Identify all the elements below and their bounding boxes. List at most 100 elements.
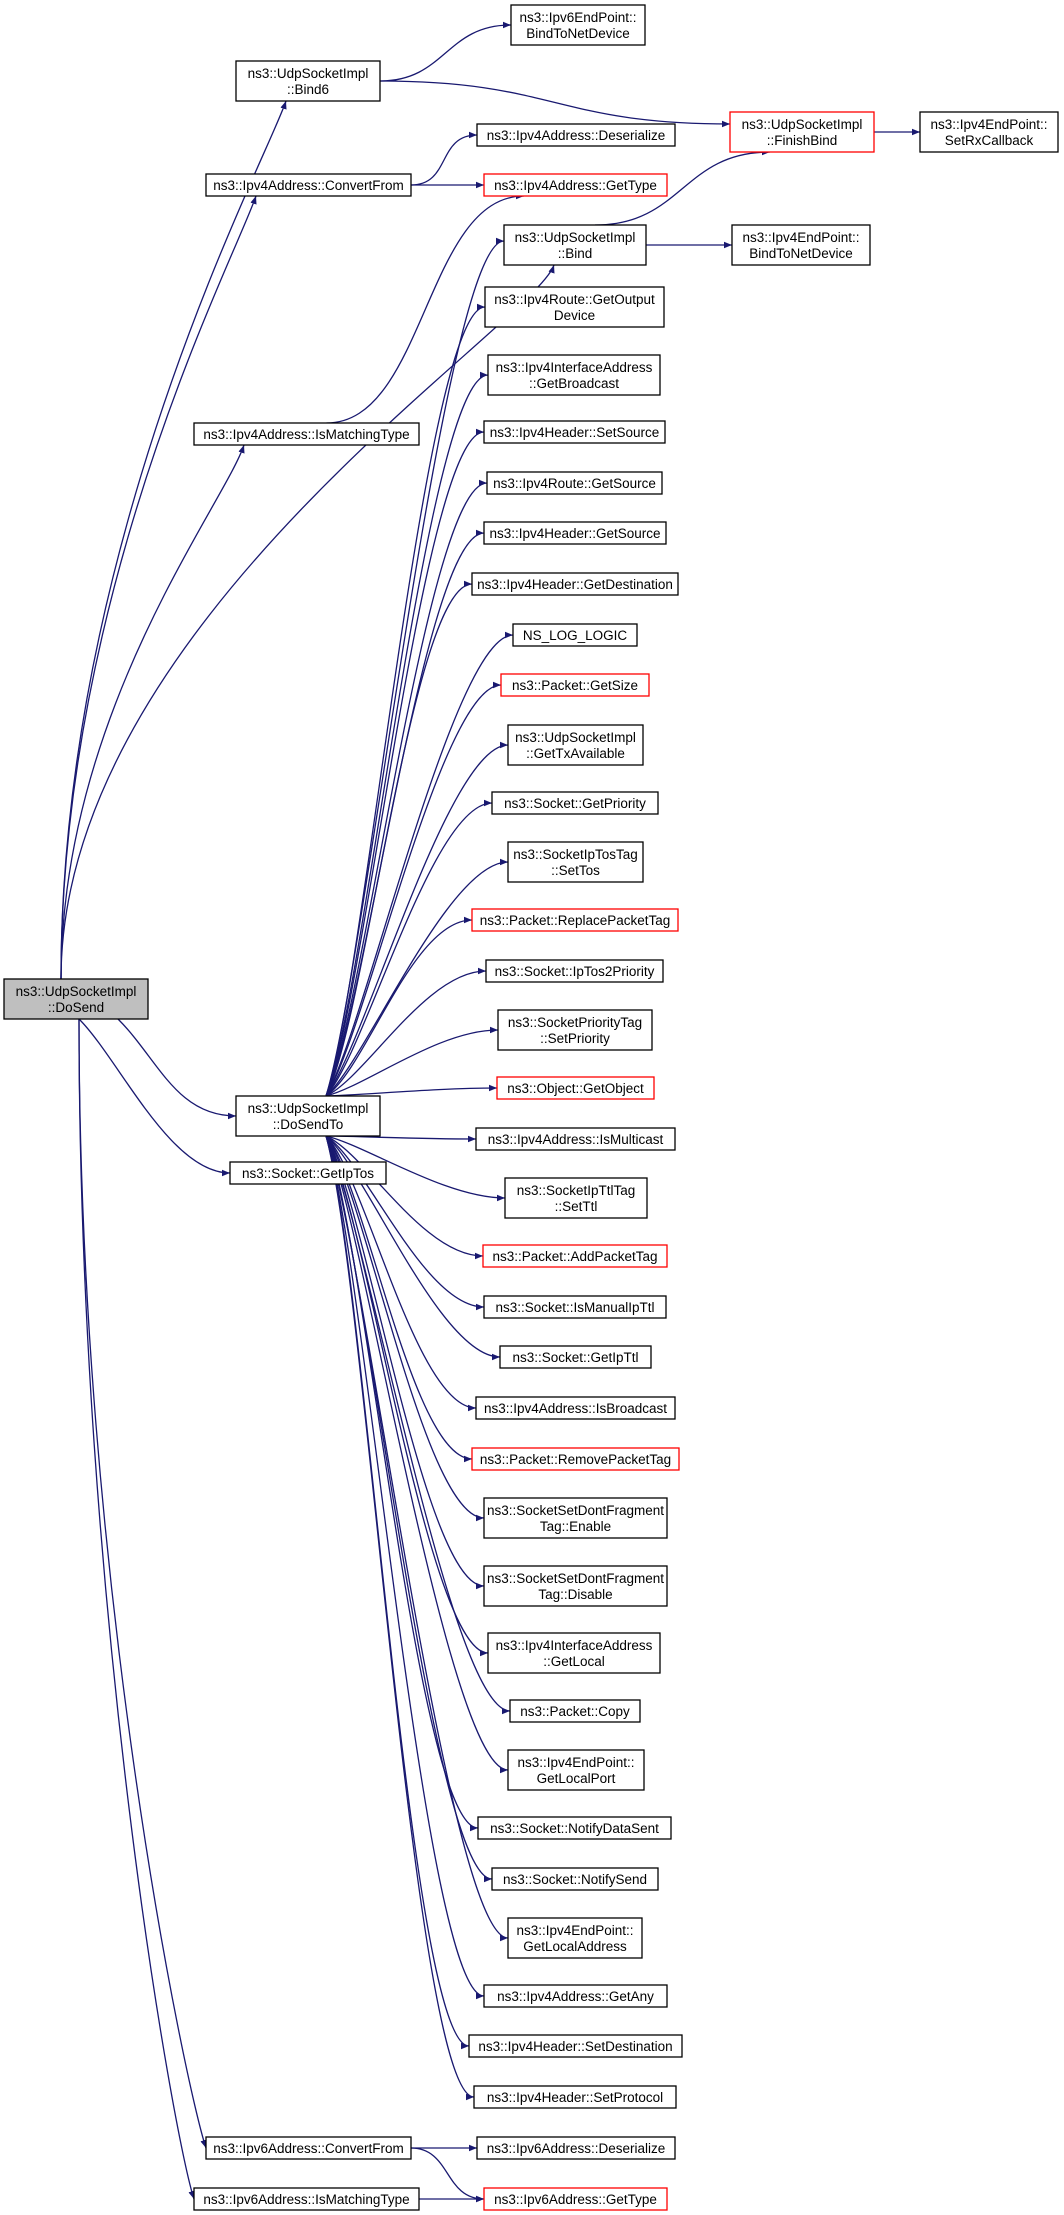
node-label: ns3::Socket::GetIpTos [242,1166,374,1181]
node-box [504,1177,648,1219]
node-route_getsrc[interactable]: ns3::Ipv4Route::GetSource [486,471,663,495]
node-label: ns3::UdpSocketImpl [16,984,137,999]
node-bind6[interactable]: ns3::UdpSocketImpl::Bind6 [235,60,381,102]
node-ep_getlocaladdr[interactable]: ns3::Ipv4EndPoint::GetLocalAddress [507,1917,643,1959]
node-getipttl[interactable]: ns3::Socket::GetIpTtl [499,1345,652,1369]
node-box [496,1076,655,1100]
node-prio_setprio[interactable]: ns3::SocketPriorityTag::SetPriority [497,1009,653,1051]
node-v4deser[interactable]: ns3::Ipv4Address::Deserialize [476,123,676,147]
node-finishbind[interactable]: ns3::UdpSocketImpl::FinishBind [729,111,875,153]
node-label: ns3::Socket::NotifyDataSent [490,1821,659,1836]
node-hdr_setdst[interactable]: ns3::Ipv4Header::SetDestination [468,2034,683,2058]
node-v4isbcast[interactable]: ns3::Ipv4Address::IsBroadcast [475,1396,676,1420]
node-box [731,224,871,266]
node-box [229,1161,387,1185]
node-label: ns3::Socket::GetIpTtl [512,1350,638,1365]
node-hdr_getdst[interactable]: ns3::Ipv4Header::GetDestination [471,572,679,596]
node-box [507,1917,643,1959]
node-label: ns3::Ipv6Address::Deserialize [487,2141,666,2156]
node-notify_send[interactable]: ns3::Socket::NotifySend [491,1867,659,1891]
node-label: ns3::Object::GetObject [507,1081,644,1096]
node-notify_datasent[interactable]: ns3::Socket::NotifyDataSent [477,1816,672,1840]
node-pkt_addtag[interactable]: ns3::Packet::AddPacketTag [482,1244,668,1268]
node-label: NS_LOG_LOGIC [523,628,628,643]
node-pkt_copy[interactable]: ns3::Packet::Copy [509,1699,641,1723]
node-label: ns3::Ipv4Route::GetSource [493,476,656,491]
node-getiptos[interactable]: ns3::Socket::GetIpTos [229,1161,387,1185]
node-box [235,1095,381,1137]
node-iptos2prio[interactable]: ns3::Socket::IpTos2Priority [485,959,664,983]
edge-dosendto-to-pkt_replace [325,916,473,1097]
node-label: ns3::Packet::RemovePacketTag [480,1452,671,1467]
node-ismanualttl[interactable]: ns3::Socket::IsManualIpTtl [483,1295,667,1319]
node-sock_getprio[interactable]: ns3::Socket::GetPriority [491,791,659,815]
node-label: ns3::Ipv4Header::GetDestination [477,577,673,592]
node-v4ismcast[interactable]: ns3::Ipv4Address::IsMulticast [475,1127,676,1151]
node-label: Tag::Enable [540,1519,611,1534]
node-bind[interactable]: ns3::UdpSocketImpl::Bind [503,224,647,266]
node-box [476,2136,676,2160]
edge-dosend-to-getiptos [78,1018,231,1177]
node-v6deser[interactable]: ns3::Ipv6Address::Deserialize [476,2136,676,2160]
node-label: BindToNetDevice [526,26,630,41]
node-ifaddr_getlocal[interactable]: ns3::Ipv4InterfaceAddress::GetLocal [487,1632,661,1674]
node-box [485,959,664,983]
node-setrxcb[interactable]: ns3::Ipv4EndPoint::SetRxCallback [919,111,1059,153]
edge-dosendto-to-notify_datasent [325,1135,479,1832]
node-pkt_removetag[interactable]: ns3::Packet::RemovePacketTag [471,1447,680,1471]
node-pkt_replace[interactable]: ns3::Packet::ReplacePacketTag [471,908,679,932]
node-ipv4ep_bind[interactable]: ns3::Ipv4EndPoint::BindToNetDevice [731,224,871,266]
node-label: ns3::Packet::GetSize [512,678,638,693]
node-ep_getlocalport[interactable]: ns3::Ipv4EndPoint::GetLocalPort [507,1749,645,1791]
node-label: ns3::SocketPriorityTag [508,1015,642,1030]
node-v4match[interactable]: ns3::Ipv4Address::IsMatchingType [193,422,420,446]
node-box [483,420,666,444]
node-hdr_setproto[interactable]: ns3::Ipv4Header::SetProtocol [473,2085,677,2109]
node-pkt_getsize[interactable]: ns3::Packet::GetSize [500,673,650,697]
node-iptos_settos[interactable]: ns3::SocketIpTosTag::SetTos [507,841,644,883]
node-label: ::FinishBind [767,133,838,148]
node-v6convert[interactable]: ns3::Ipv6Address::ConvertFrom [205,2136,412,2160]
node-box [483,2187,668,2211]
node-getbcast[interactable]: ns3::Ipv4InterfaceAddress::GetBroadcast [487,354,661,396]
node-obj_getobj[interactable]: ns3::Object::GetObject [496,1076,655,1100]
node-label: ns3::UdpSocketImpl [248,66,369,81]
edge-dosendto-to-df_enable [325,1135,485,1522]
node-nslog[interactable]: NS_LOG_LOGIC [512,623,638,647]
node-ipv6ep_bind[interactable]: ns3::Ipv6EndPoint::BindToNetDevice [510,4,646,46]
node-gettxavail[interactable]: ns3::UdpSocketImpl::GetTxAvailable [507,724,644,766]
node-label: ns3::UdpSocketImpl [248,1101,369,1116]
edge-dosendto-to-v4getany [325,1135,485,2000]
node-label: ns3::Socket::IsManualIpTtl [495,1300,654,1315]
node-v4convert[interactable]: ns3::Ipv4Address::ConvertFrom [205,173,412,197]
node-v6match[interactable]: ns3::Ipv6Address::IsMatchingType [193,2187,420,2211]
node-box [475,1396,676,1420]
edge-dosendto-to-prio_setprio [325,1026,499,1097]
edge-dosend-to-v6convert [78,1018,207,2149]
node-box [205,173,412,197]
node-label: ::SetTos [551,863,600,878]
edge-dosendto-to-route_getsrc [325,479,488,1097]
edge-dosendto-to-getoutdev [325,303,486,1097]
edge-dosendto-to-pkt_getsize [325,681,502,1097]
node-hdr_getsrc[interactable]: ns3::Ipv4Header::GetSource [483,521,667,545]
node-v6gettype[interactable]: ns3::Ipv6Address::GetType [483,2187,668,2211]
node-box [507,841,644,883]
node-ipttl_setttl[interactable]: ns3::SocketIpTtlTag::SetTtl [504,1177,648,1219]
node-v4gettype[interactable]: ns3::Ipv4Address::GetType [483,173,668,197]
edge-dosendto-to-ep_getlocaladdr [325,1135,509,1942]
node-box [482,1244,668,1268]
node-v4getany[interactable]: ns3::Ipv4Address::GetAny [483,1984,668,2008]
node-label: ns3::Ipv4EndPoint:: [742,230,859,245]
node-dosend[interactable]: ns3::UdpSocketImpl::DoSend [3,978,149,1020]
node-hdr_setsrc[interactable]: ns3::Ipv4Header::SetSource [483,420,666,444]
node-box [729,111,875,153]
node-label: ns3::Socket::GetPriority [504,796,646,811]
node-box [483,1295,667,1319]
edge-bind-to-finishbind [594,148,771,226]
node-dosendto[interactable]: ns3::UdpSocketImpl::DoSendTo [235,1095,381,1137]
node-box [468,2034,683,2058]
